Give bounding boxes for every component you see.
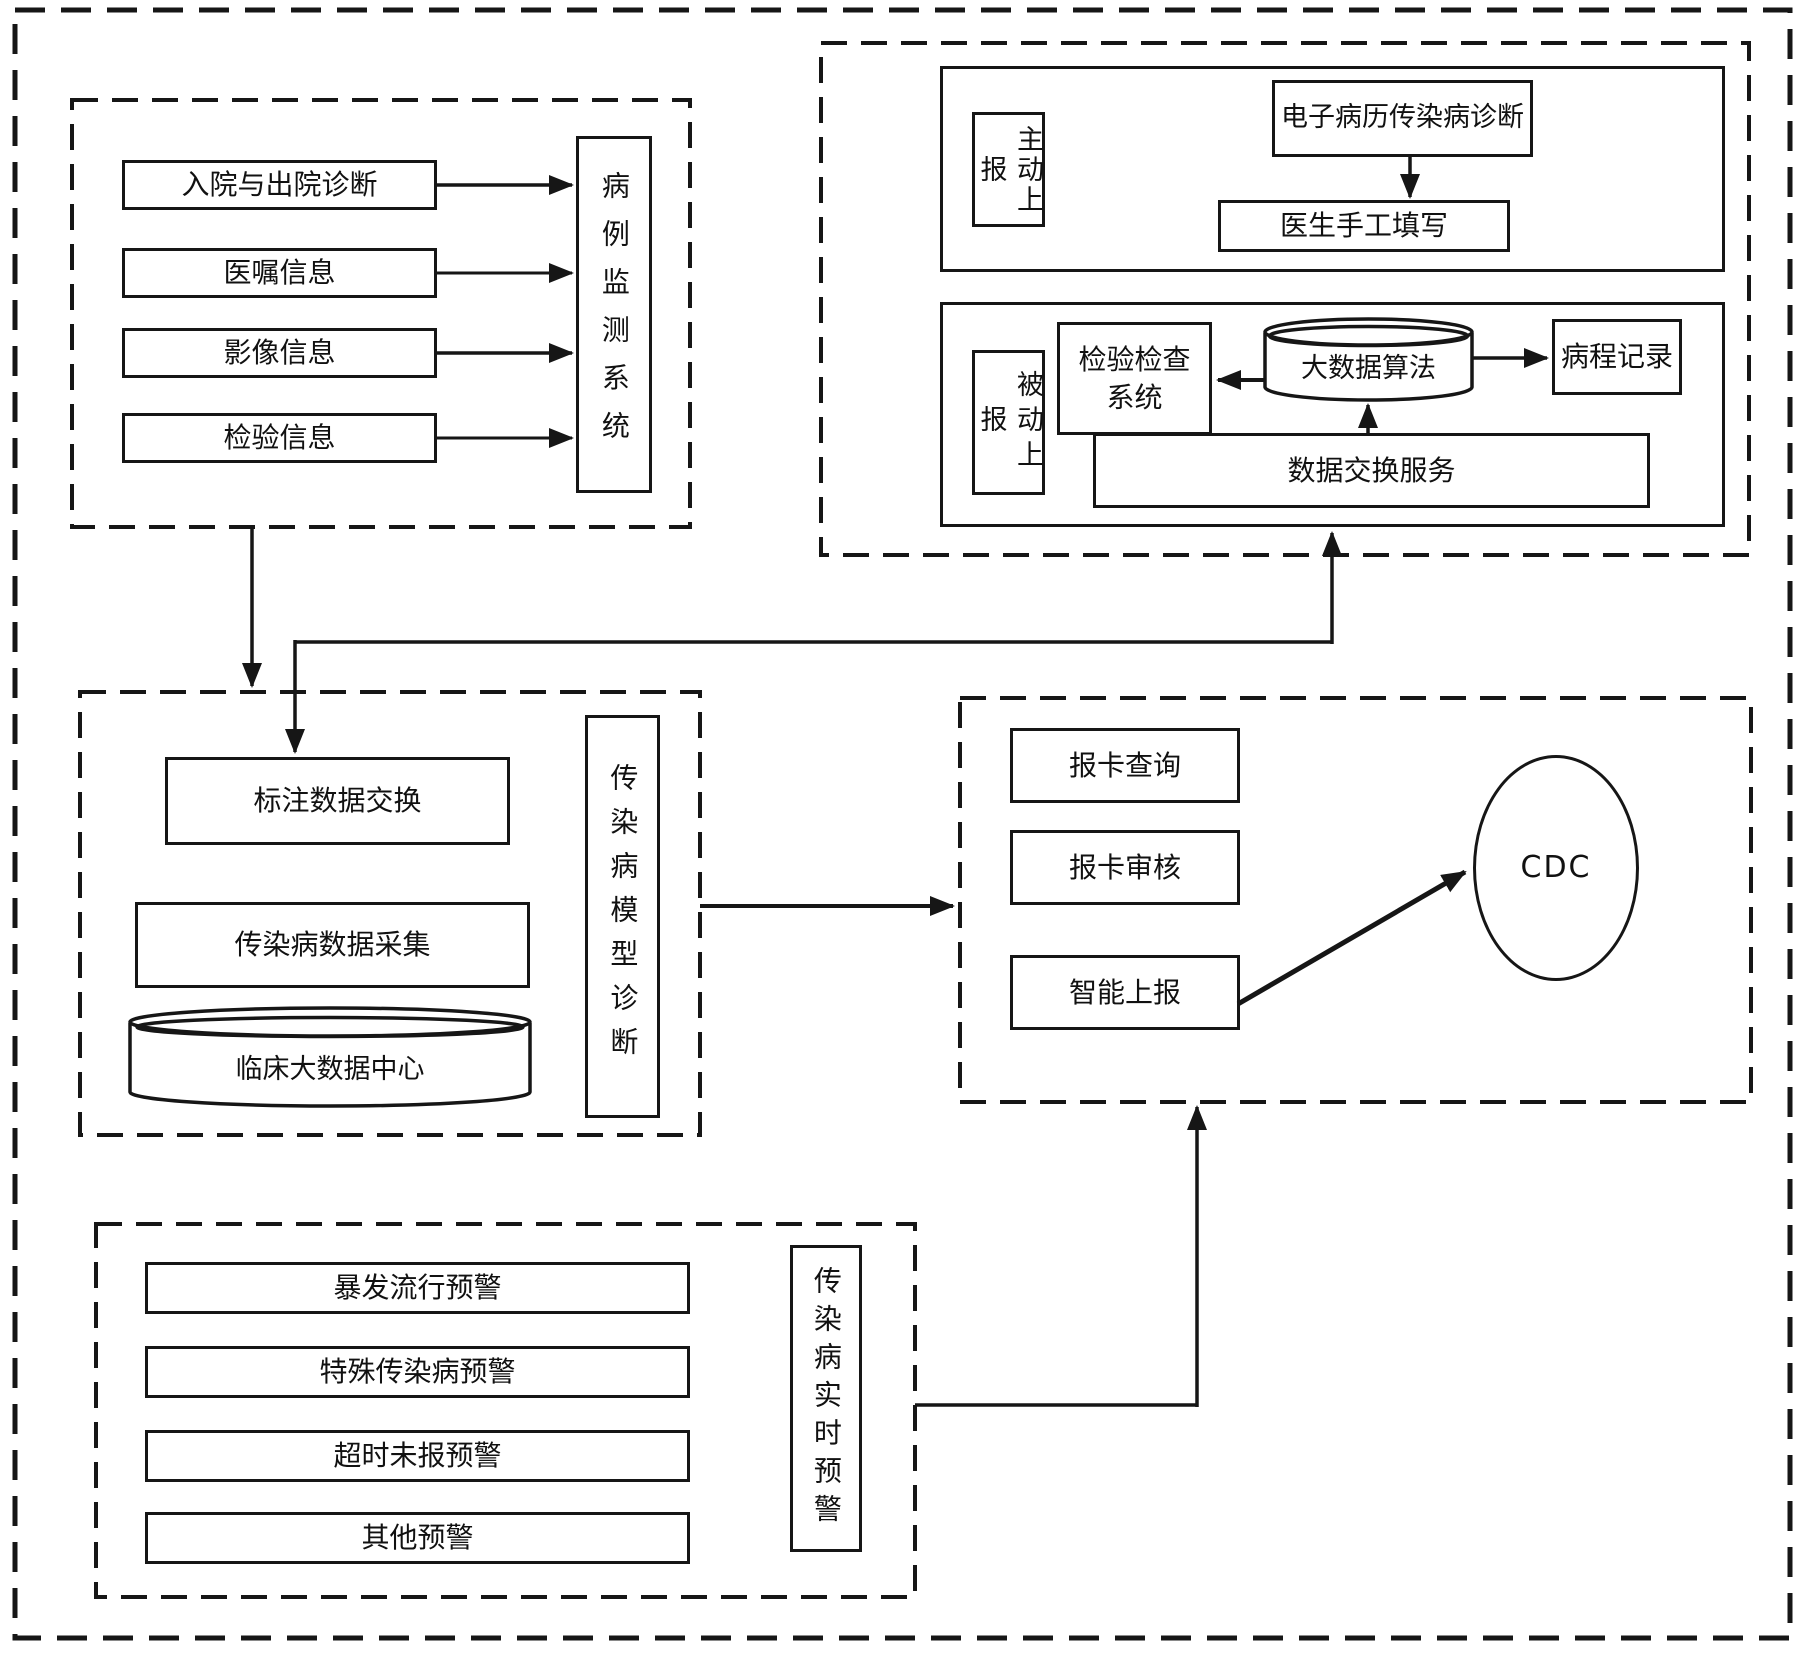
realtime-infectious-warning-label: 传染病实时预警	[809, 1265, 843, 1532]
cdc-ellipse: CDC	[1473, 755, 1639, 981]
box-case-monitor-system: 病例监测系统	[576, 136, 652, 493]
box-smart-report: 智能上报	[1010, 955, 1240, 1030]
bigdata-algorithm-cylinder	[1263, 317, 1474, 402]
box-doctor-orders-info: 医嘱信息	[122, 248, 437, 298]
arrow-smart-to-cdc	[1236, 869, 1467, 1007]
clinical-center-cylinder	[128, 1006, 532, 1108]
active-report-container	[940, 66, 1725, 272]
box-passive-report: 被动上报	[972, 350, 1045, 495]
report-group-frame	[819, 41, 1751, 557]
box-card-query: 报卡查询	[1010, 728, 1240, 803]
box-imaging-info: 影像信息	[122, 328, 437, 378]
outer-dashed-border	[12, 7, 1793, 1641]
box-realtime-infectious-warning: 传染病实时预警	[790, 1245, 862, 1552]
box-admission-discharge-diagnosis: 入院与出院诊断	[122, 160, 437, 210]
box-infectious-model-diagnosis: 传染病模型诊断	[585, 715, 660, 1118]
bigdata-algorithm-label: 大数据算法	[1301, 352, 1436, 384]
case-monitor-system-label: 病例监测系统	[597, 170, 631, 459]
box-other-warning: 其他预警	[145, 1512, 690, 1564]
box-special-infectious-warning: 特殊传染病预警	[145, 1346, 690, 1398]
box-lab-info: 检验信息	[122, 413, 437, 463]
box-lab-inspection-system: 检验检查系统	[1057, 322, 1212, 435]
clinical-center-label: 临床大数据中心	[235, 1053, 425, 1085]
box-course-record: 病程记录	[1552, 319, 1682, 395]
active-report-label: 主动上报	[975, 124, 1043, 215]
warning-group-frame	[94, 1222, 917, 1599]
passive-report-container	[940, 302, 1725, 527]
box-overdue-unreported-warning: 超时未报预警	[145, 1430, 690, 1482]
infectious-model-diagnosis-label: 传染病模型诊断	[606, 762, 640, 1071]
box-doctor-manual-fill: 医生手工填写	[1218, 200, 1510, 252]
box-annotation-data-exchange: 标注数据交换	[165, 757, 510, 845]
box-infectious-data-collection: 传染病数据采集	[135, 902, 530, 988]
box-active-report: 主动上报	[972, 112, 1045, 227]
model-group-frame	[78, 690, 702, 1137]
box-emr-infectious-diagnosis: 电子病历传染病诊断	[1272, 80, 1533, 157]
box-outbreak-warning: 暴发流行预警	[145, 1262, 690, 1314]
passive-report-label: 被动上报	[975, 370, 1043, 475]
box-card-audit: 报卡审核	[1010, 830, 1240, 905]
box-data-exchange-service: 数据交换服务	[1093, 433, 1650, 508]
